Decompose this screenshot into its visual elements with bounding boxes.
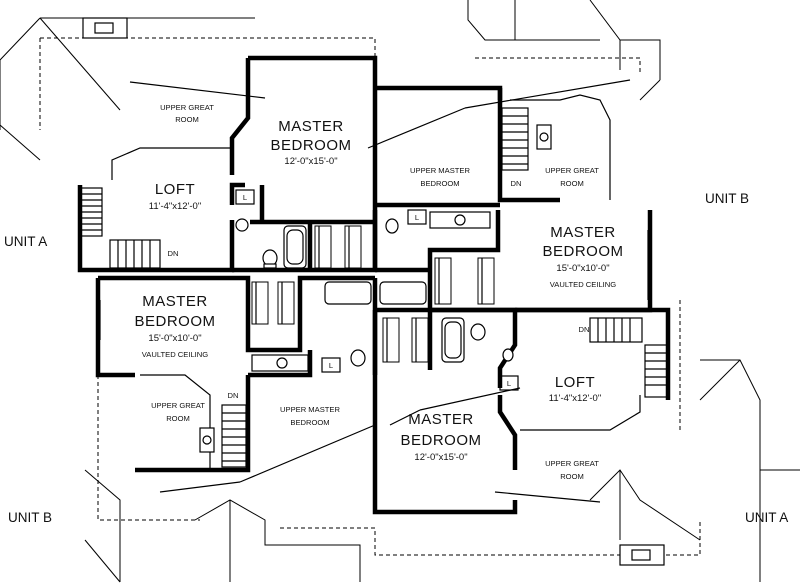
upper-great-room-1-label: UPPER GREAT <box>160 103 214 112</box>
master-bedroom-4-dim: 12'-0"x15'-0" <box>414 452 467 463</box>
upper-master-1-label-2: BEDROOM <box>420 179 459 188</box>
linen-marks: L L L L <box>235 189 519 391</box>
loft-2-title: LOFT <box>555 374 595 391</box>
upper-master-2-label-2: BEDROOM <box>290 418 329 427</box>
master-bedroom-3-title-2: BEDROOM <box>134 313 215 330</box>
upper-master-1-label: UPPER MASTER <box>410 166 470 175</box>
upper-great-room-3-label-2: ROOM <box>166 414 190 423</box>
unit-a-left-label: UNIT A <box>4 234 47 249</box>
master-bedroom-1-title-2: BEDROOM <box>270 137 351 154</box>
chimney-top <box>82 17 665 566</box>
loft-1-dim: 11'-4"x12'-0" <box>149 201 201 212</box>
dn-2-label: DN <box>511 179 522 188</box>
master-bedroom-3-title: MASTER <box>142 293 208 310</box>
master-bedroom-1-title: MASTER <box>278 118 344 135</box>
upper-great-room-2-label: UPPER GREAT <box>545 166 599 175</box>
upper-great-room-1-label-2: ROOM <box>175 115 199 124</box>
unit-b-right-label: UNIT B <box>705 191 749 206</box>
unit-a-right-label: UNIT A <box>745 510 788 525</box>
dn-4-label: DN <box>579 325 590 334</box>
master-bedroom-1-dim: 12'-0"x15'-0" <box>284 156 337 167</box>
upper-great-room-4-label: UPPER GREAT <box>545 459 599 468</box>
master-bedroom-3-note: VAULTED CEILING <box>142 350 208 359</box>
bath-fixtures <box>199 124 552 453</box>
stairs <box>79 107 668 468</box>
walls <box>77 55 671 515</box>
upper-master-2-label: UPPER MASTER <box>280 405 340 414</box>
master-bedroom-2-dim: 15'-0"x10'-0" <box>556 263 609 274</box>
linen-label-2: L <box>415 213 419 222</box>
master-bedroom-4-title-2: BEDROOM <box>400 432 481 449</box>
dn-1-label: DN <box>168 249 179 258</box>
master-bedroom-2-title: MASTER <box>550 224 616 241</box>
linen-label-1: L <box>243 193 247 202</box>
master-bedroom-2-title-2: BEDROOM <box>542 243 623 260</box>
loft-1-title: LOFT <box>155 181 195 198</box>
loft-2-dim: 11'-4"x12'-0" <box>549 393 601 404</box>
upper-great-room-2-label-2: ROOM <box>560 179 584 188</box>
linen-label-4: L <box>507 379 511 388</box>
master-bedroom-4-title: MASTER <box>408 411 474 428</box>
master-bedroom-3-dim: 15'-0"x10'-0" <box>148 333 201 344</box>
unit-b-left-label: UNIT B <box>8 510 52 525</box>
closets <box>251 225 495 363</box>
dn-3-label: DN <box>228 391 239 400</box>
linen-label-3: L <box>329 361 333 370</box>
interior-details <box>99 79 649 503</box>
upper-great-room-3-label: UPPER GREAT <box>151 401 205 410</box>
upper-great-room-4-label-2: ROOM <box>560 472 584 481</box>
master-bedroom-2-note: VAULTED CEILING <box>550 280 616 289</box>
